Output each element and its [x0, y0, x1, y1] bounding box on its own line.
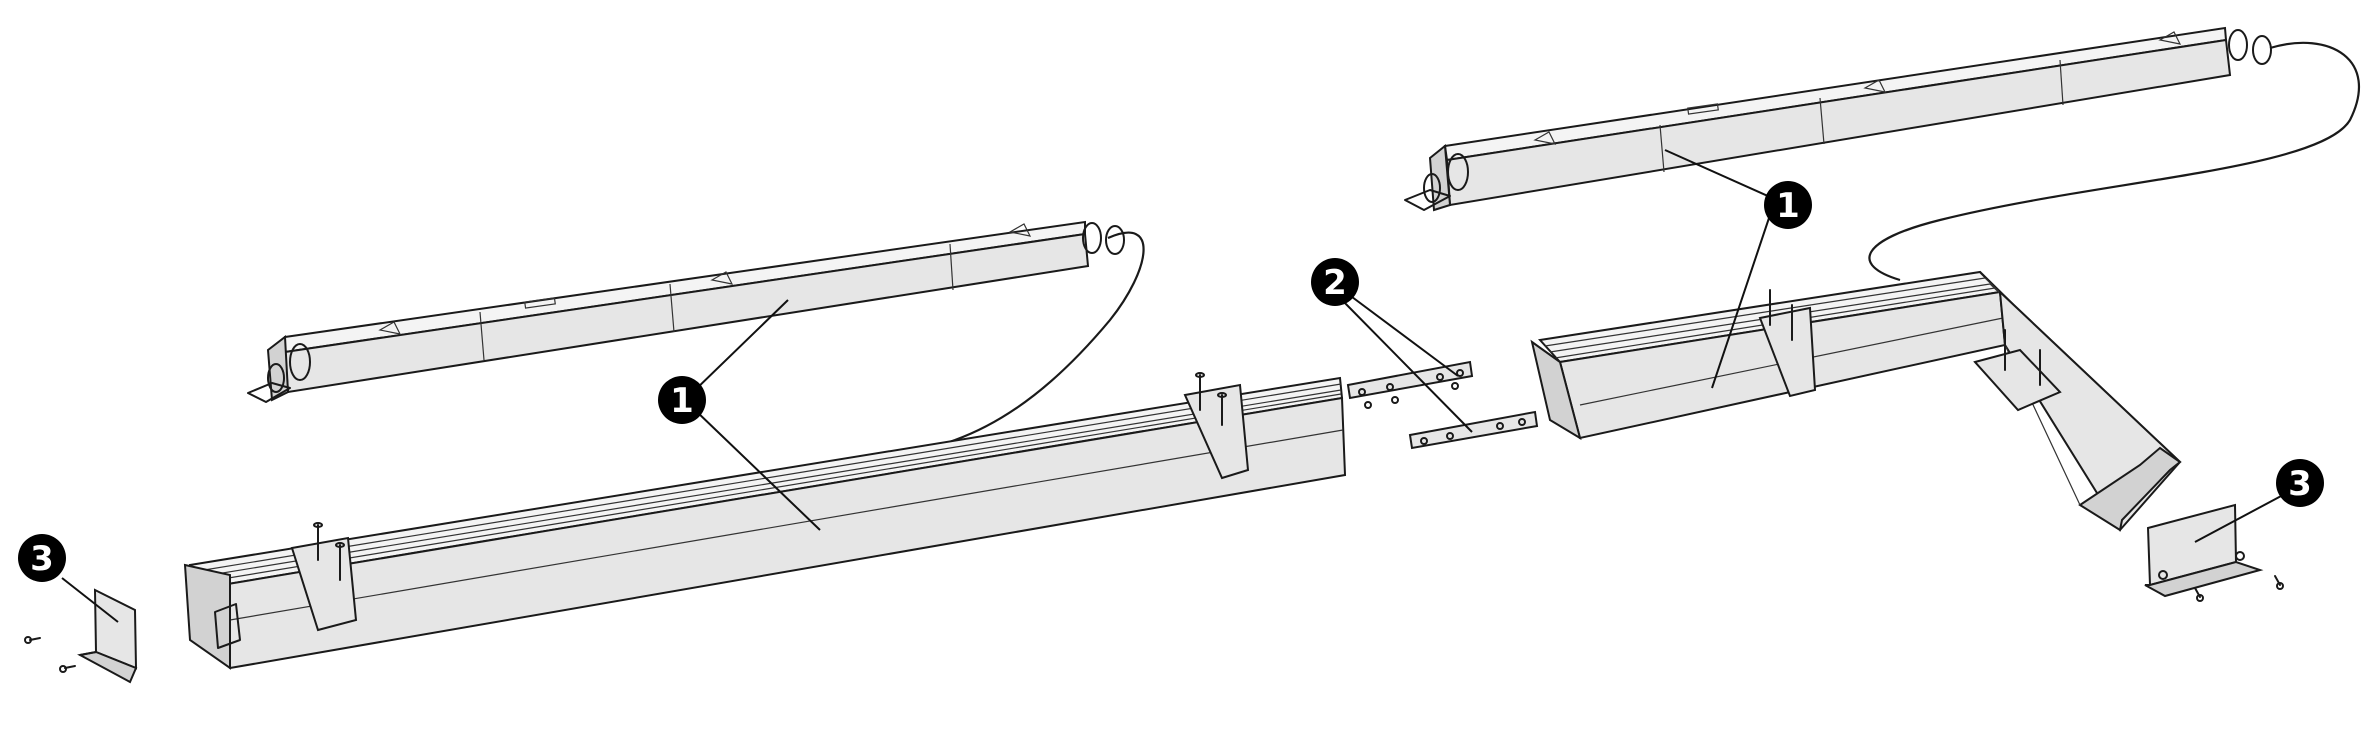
- screw-left-1: [24, 636, 41, 644]
- callout-3-left-label: 3: [30, 539, 54, 579]
- driver-box-right: [1404, 26, 2272, 212]
- screw-left-2: [59, 665, 76, 673]
- callout-3-left: 3: [18, 534, 66, 582]
- clip-bracket-corner-a: [1758, 289, 1817, 398]
- callout-1-left-label: 1: [670, 381, 694, 421]
- callout-3-right: 3: [2276, 459, 2324, 507]
- leader-lines: [61, 149, 2284, 623]
- callout-1-right: 1: [1764, 181, 1812, 229]
- clip-bracket-left: [290, 522, 358, 632]
- callout-2-label: 2: [1323, 263, 1347, 303]
- callout-3-right-label: 3: [2288, 464, 2312, 504]
- rail-left: [183, 372, 1347, 670]
- callout-1-left: 1: [658, 376, 706, 424]
- clip-bracket-right: [1183, 372, 1250, 480]
- connector-plates: [1346, 360, 1539, 450]
- clip-bracket-corner-b: [1973, 329, 2062, 412]
- screw-right-2: [2194, 587, 2204, 602]
- rail-right-corner: [1530, 270, 2182, 532]
- callout-2: 2: [1311, 258, 1359, 306]
- cable-right: [1868, 41, 2361, 282]
- callout-1-right-label: 1: [1776, 186, 1800, 226]
- end-cap-right: [2144, 503, 2284, 602]
- end-cap-left: [24, 588, 138, 684]
- driver-box-left: [247, 220, 1125, 403]
- screw-right-1: [2274, 575, 2284, 590]
